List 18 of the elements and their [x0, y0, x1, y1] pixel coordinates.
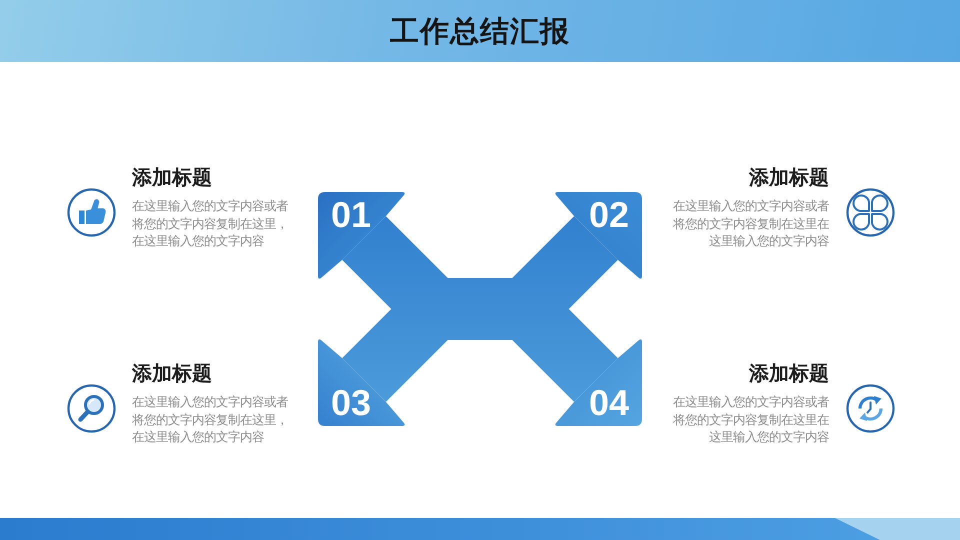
arrowhead-shape: [318, 338, 406, 426]
step-number: 03: [331, 389, 372, 417]
body-text: 在这里输入您的文字内容或者将您的文字内容复制在这里在这里输入您的文字内容: [672, 198, 829, 250]
section-heading: 添加标题: [749, 360, 829, 386]
body-text: 在这里输入您的文字内容或者将您的文字内容复制在这里在这里输入您的文字内容: [672, 394, 829, 446]
body-text: 在这里输入您的文字内容或者将您的文字内容复制在这里，在这里输入您的文字内容: [132, 198, 289, 250]
arrowhead-shape: [554, 192, 642, 280]
section-heading: 添加标题: [132, 164, 212, 190]
body-text: 在这里输入您的文字内容或者将您的文字内容复制在这里，在这里输入您的文字内容: [132, 394, 289, 446]
arrowhead-shape: [554, 338, 642, 426]
step-number: 01: [331, 201, 372, 229]
section-heading: 添加标题: [749, 164, 829, 190]
slide-title: 工作总结汇报: [390, 13, 570, 49]
crossed-arrow-bands: [342, 216, 618, 402]
arrowhead-shape: [318, 192, 406, 280]
step-number: 04: [589, 389, 630, 417]
section-heading: 添加标题: [132, 360, 212, 386]
step-number: 02: [589, 201, 630, 229]
